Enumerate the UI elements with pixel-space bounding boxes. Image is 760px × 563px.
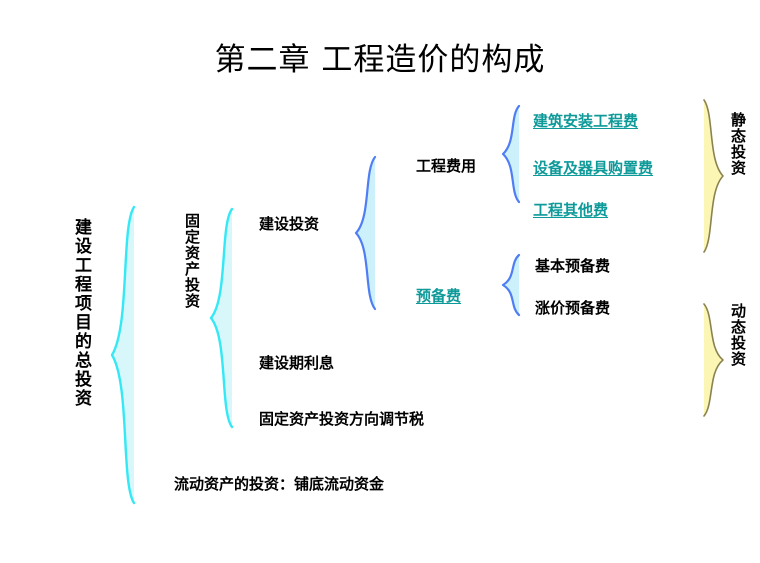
brace-reserve-fund <box>500 253 526 317</box>
node-basic-reserve-fund: 基本预备费 <box>535 257 611 275</box>
brace-static-investment <box>699 98 727 254</box>
brace-engineering-cost <box>500 104 526 204</box>
node-engineering-cost: 工程费用 <box>416 157 477 175</box>
page-title: 第二章 工程造价的构成 <box>214 42 546 78</box>
node-equipment-tools-purchase-cost[interactable]: 设备及器具购置费 <box>533 159 654 177</box>
node-current-asset-investment: 流动资产的投资：铺底流动资金 <box>174 475 385 493</box>
brace-dynamic-investment <box>699 302 727 418</box>
group-label-static-investment: 静态投资 <box>729 112 747 176</box>
group-label-dynamic-investment: 动态投资 <box>729 303 747 367</box>
root-label-total-investment: 建设工程项目的总投资 <box>71 218 91 408</box>
node-construction-investment: 建设投资 <box>259 215 320 233</box>
node-reserve-fund[interactable]: 预备费 <box>416 287 462 305</box>
brace-root <box>108 205 142 505</box>
node-construction-installation-cost[interactable]: 建筑安装工程费 <box>533 112 639 130</box>
node-construction-period-interest: 建设期利息 <box>259 354 335 372</box>
node-other-engineering-cost[interactable]: 工程其他费 <box>533 201 609 219</box>
node-price-increase-reserve-fund: 涨价预备费 <box>535 299 611 317</box>
brace-fixed-asset <box>208 207 240 429</box>
node-fixed-asset-investment: 固定资产投资 <box>183 213 201 309</box>
node-fixed-asset-investment-adjustment-tax: 固定资产投资方向调节税 <box>259 410 425 428</box>
brace-construction-investment <box>353 155 383 311</box>
